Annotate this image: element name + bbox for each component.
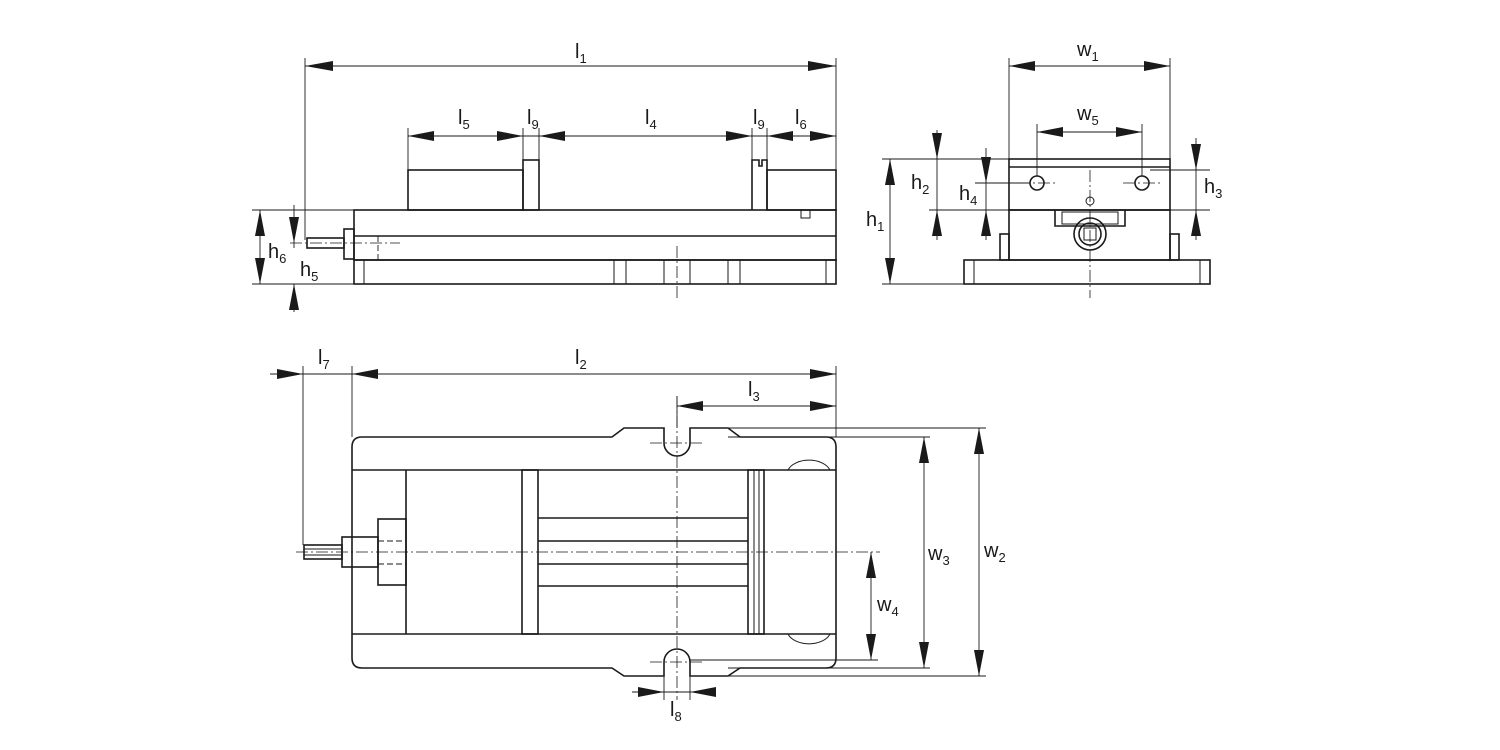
dim-label-h4: h4 [959, 183, 977, 208]
dim-label-l1: l1 [575, 41, 587, 66]
side-spindle-collar [343, 228, 355, 260]
side-body [353, 209, 837, 261]
front-view: w1 w5 h1 h2 h4 h3 [866, 39, 1222, 298]
side-moving-jaw [766, 169, 837, 211]
dim-label-l5: l5 [458, 107, 470, 132]
side-fixed-jaw [407, 169, 524, 211]
side-base-rail [353, 259, 837, 285]
front-base [963, 259, 1211, 285]
front-jaw [1008, 158, 1171, 211]
top-view: l7 l2 l3 l8 w3 w2 w4 [270, 347, 1006, 724]
dim-label-h1: h1 [866, 209, 884, 234]
dim-label-h3: h3 [1204, 176, 1222, 201]
dim-label-l8: l8 [670, 699, 682, 724]
dim-label-l9-left: l9 [527, 107, 539, 132]
dim-label-l4: l4 [645, 107, 657, 132]
dim-label-h6: h6 [268, 241, 286, 266]
dim-label-l2: l2 [575, 347, 587, 372]
dim-label-h2: h2 [911, 172, 929, 197]
dim-label-l9-right: l9 [753, 107, 765, 132]
dim-label-w3: w3 [927, 543, 950, 568]
dim-label-l3: l3 [748, 379, 760, 404]
side-jaw-plate-right [751, 159, 768, 210]
dim-label-w4: w4 [876, 594, 899, 619]
dim-label-w5: w5 [1076, 103, 1099, 128]
dim-label-l6: l6 [795, 107, 807, 132]
dim-label-w2: w2 [983, 540, 1006, 565]
dim-label-h5: h5 [300, 259, 318, 284]
side-view: l1 l5 l9 l4 l9 l6 h6 h5 [252, 41, 837, 312]
side-jaw-plate-left [522, 159, 540, 211]
dim-label-l7: l7 [318, 347, 330, 372]
dim-label-w1: w1 [1076, 39, 1099, 64]
